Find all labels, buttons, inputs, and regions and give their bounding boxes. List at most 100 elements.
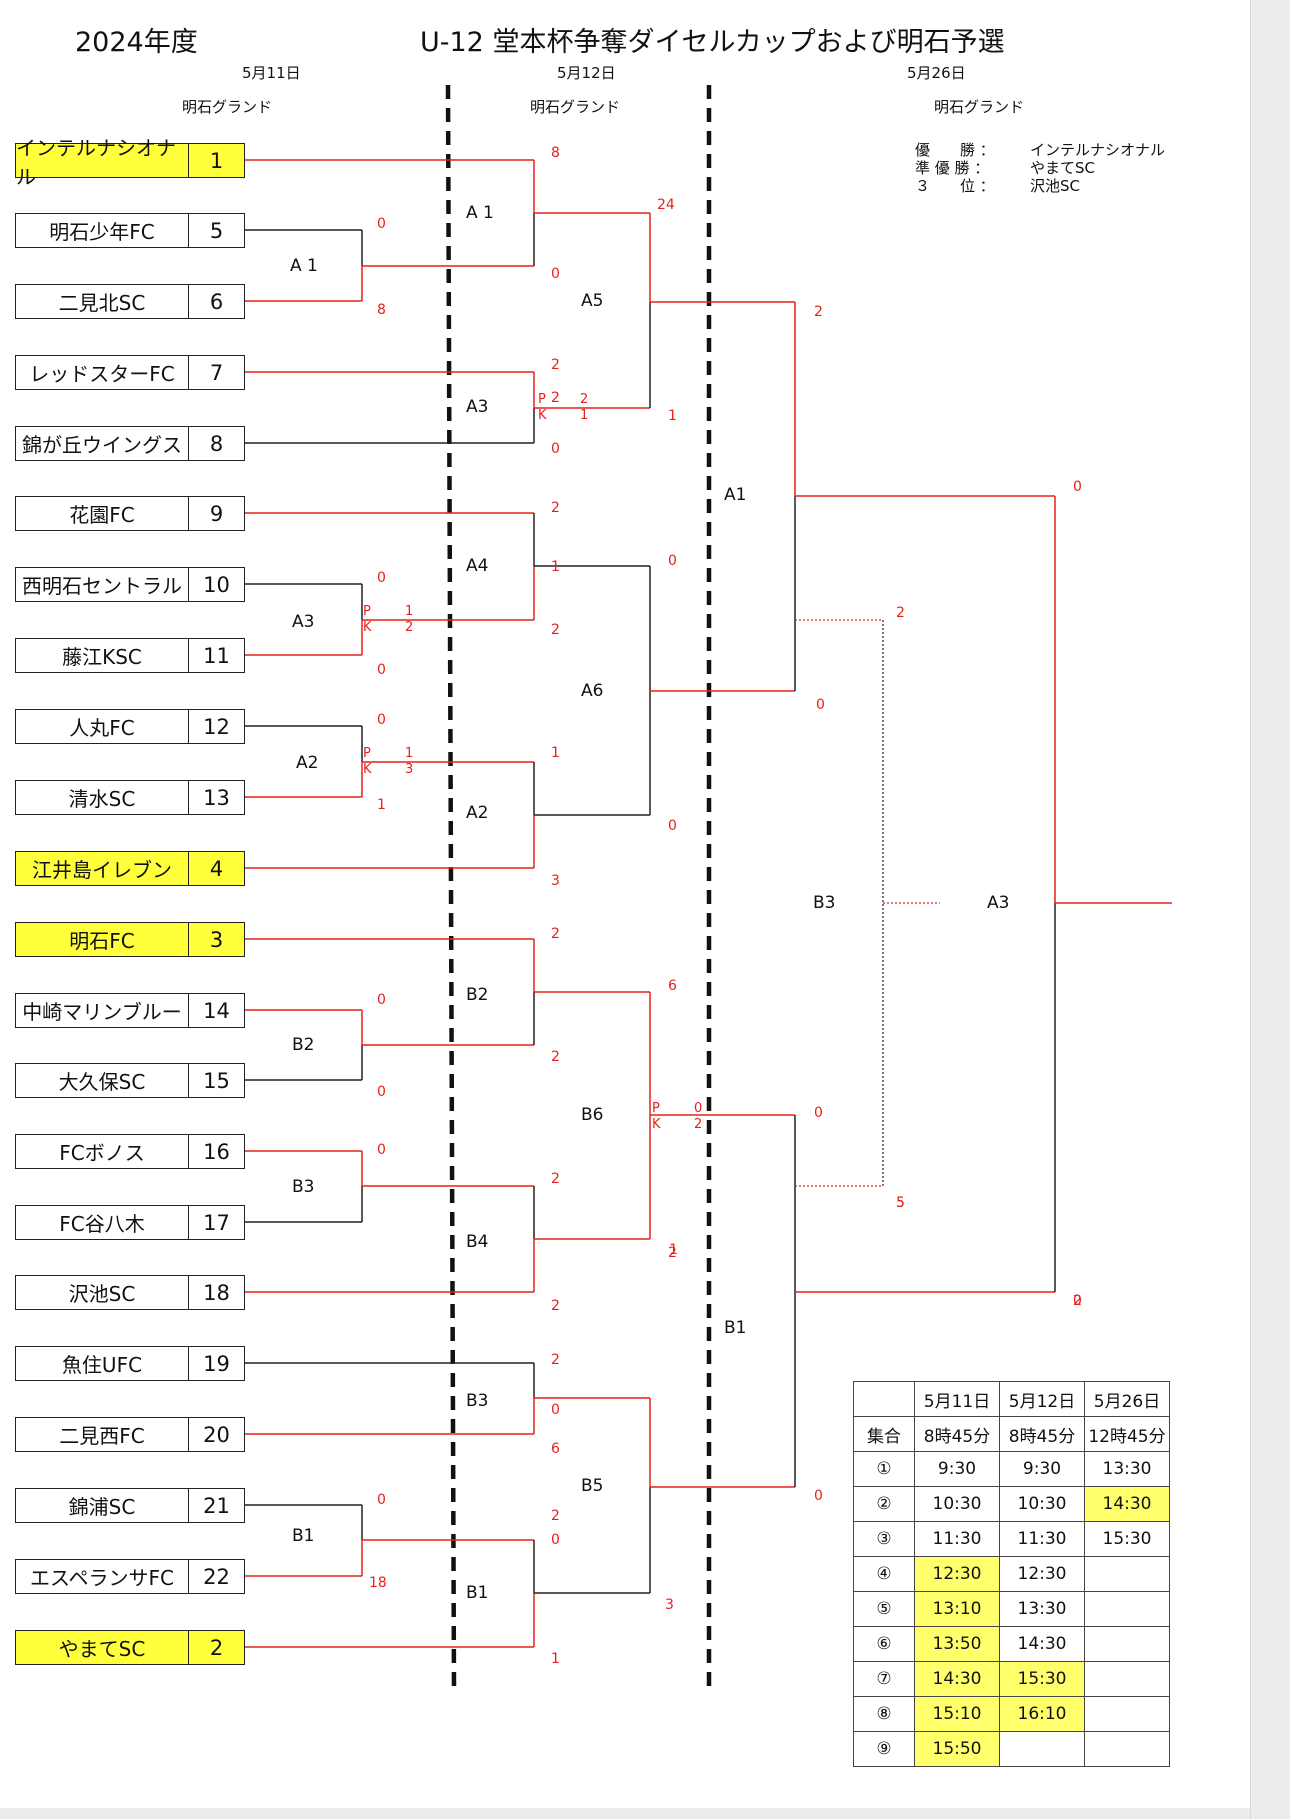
penalty-kick-mark: K <box>363 620 372 635</box>
penalty-kick-mark: 1 <box>405 746 414 761</box>
team-seed: 10 <box>203 572 230 597</box>
team-seed: 20 <box>203 1422 230 1447</box>
team-seed: 21 <box>203 1493 230 1518</box>
match-label: A1 <box>724 485 747 505</box>
schedule-cell <box>1084 1696 1170 1732</box>
day1-ground: 明石グランド <box>182 98 273 116</box>
day3-ground: 明石グランド <box>934 98 1025 116</box>
schedule-cell: 16:10 <box>999 1696 1085 1732</box>
score-value: 0 <box>551 1532 560 1548</box>
score-value: 24 <box>657 197 675 213</box>
score-value: 0 <box>377 712 386 728</box>
match-label: B6 <box>581 1105 604 1125</box>
score-value: 0 <box>551 1402 560 1418</box>
team-seed: 22 <box>203 1564 230 1589</box>
score-value: 2 <box>814 304 823 320</box>
team-seed: 1 <box>209 148 224 173</box>
penalty-kick-mark: 0 <box>694 1101 703 1116</box>
score-value: 1 <box>551 745 560 761</box>
schedule-cell: 15:30 <box>1084 1521 1170 1557</box>
result-team: やまてSC <box>1030 159 1095 177</box>
team-name: 清水SC <box>16 781 189 814</box>
schedule-cell: 集合 <box>853 1416 915 1452</box>
score-value: 6 <box>668 978 677 994</box>
score-value: 3 <box>551 873 560 889</box>
match-label: A 1 <box>466 203 494 223</box>
match-label: B3 <box>466 1391 489 1411</box>
match-label: B4 <box>466 1232 489 1252</box>
team-seed: 19 <box>203 1351 230 1376</box>
penalty-kick-mark: 2 <box>405 620 414 635</box>
team-name: インテルナシオナル <box>16 136 189 189</box>
schedule-cell: 5月26日 <box>1084 1381 1170 1417</box>
match-label: B1 <box>466 1583 489 1603</box>
team-entry: 錦浦SC 21 <box>15 1488 245 1523</box>
schedule-cell: 8時45分 <box>914 1416 1000 1452</box>
team-entry: 花園FC 9 <box>15 496 245 531</box>
team-seed: 6 <box>209 289 224 314</box>
schedule-cell: 5月11日 <box>914 1381 1000 1417</box>
season-title: 2024年度 <box>75 27 198 58</box>
team-name: FC谷八木 <box>16 1206 189 1239</box>
result-winner: 優 勝 ：インテルナシオナル <box>915 141 1165 159</box>
score-value: 2 <box>551 1352 560 1368</box>
score-value: 2 <box>551 1171 560 1187</box>
schedule-cell: 10:30 <box>999 1486 1085 1522</box>
team-seed: 18 <box>203 1280 230 1305</box>
match-label: A6 <box>581 681 604 701</box>
scrollbar-track[interactable] <box>1250 0 1290 1819</box>
team-name: 藤江KSC <box>16 639 189 672</box>
team-entry: 西明石セントラル 10 <box>15 567 245 602</box>
schedule-cell: 5月12日 <box>999 1381 1085 1417</box>
score-value: 5 <box>896 1195 905 1211</box>
score-value: 2 <box>896 605 905 621</box>
bottom-bar <box>0 1808 1250 1819</box>
schedule-cell <box>1084 1661 1170 1697</box>
schedule-cell: 12時45分 <box>1084 1416 1170 1452</box>
team-name: 錦浦SC <box>16 1489 189 1522</box>
penalty-kick-mark: 2 <box>694 1117 703 1132</box>
team-name: 花園FC <box>16 497 189 530</box>
schedule-cell: ② <box>853 1486 915 1522</box>
score-value: 1 <box>669 1242 678 1258</box>
team-entry: インテルナシオナル 1 <box>15 136 245 189</box>
schedule-cell: 13:30 <box>999 1591 1085 1627</box>
team-seed: 16 <box>203 1139 230 1164</box>
score-value: 0 <box>377 1492 386 1508</box>
team-seed: 2 <box>209 1635 224 1660</box>
result-third: ３ 位 ：沢池SC <box>915 177 1165 195</box>
team-name: 沢池SC <box>16 1276 189 1309</box>
match-label: A3 <box>292 612 315 632</box>
match-label: B1 <box>724 1318 747 1338</box>
penalty-kick-mark: P <box>652 1101 660 1116</box>
team-name: 西明石セントラル <box>16 568 189 601</box>
score-value: 1 <box>377 797 386 813</box>
match-label: A5 <box>581 291 604 311</box>
team-seed: 15 <box>203 1068 230 1093</box>
score-value: 0 <box>1073 1293 1082 1309</box>
team-name: 大久保SC <box>16 1064 189 1097</box>
score-value: 3 <box>665 1597 674 1613</box>
schedule-cell <box>999 1731 1085 1767</box>
team-seed: 9 <box>209 501 224 526</box>
score-value: 0 <box>1073 479 1082 495</box>
team-name: 江井島イレブン <box>16 852 189 885</box>
schedule-cell: ① <box>853 1451 915 1487</box>
penalty-kick-mark: P <box>363 746 371 761</box>
score-value: 2 <box>668 1245 677 1261</box>
score-value: 0 <box>668 818 677 834</box>
